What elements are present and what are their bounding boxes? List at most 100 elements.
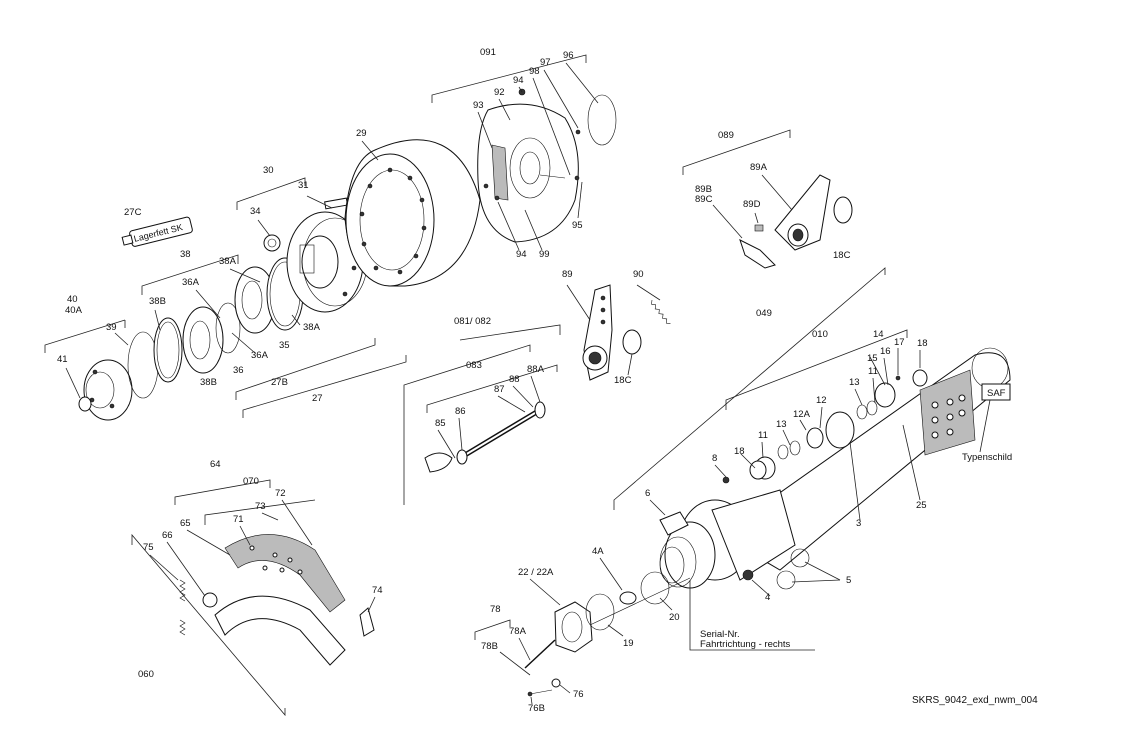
slack-adjuster-89 [566, 284, 661, 381]
part-label-081: 081/ 082 [454, 316, 491, 327]
locking-pin-78 [474, 619, 571, 705]
dust-shield-091 [477, 88, 617, 243]
part-label-11b: 11 [758, 430, 768, 441]
part-label-12a: 12A [793, 409, 811, 420]
part-label-89c: 89C [695, 194, 713, 205]
part-label-65: 65 [180, 518, 191, 529]
part-label-083: 083 [466, 360, 482, 371]
part-label-38b2: 38B [200, 377, 217, 388]
part-label-6: 6 [645, 488, 650, 499]
part-label-18c2: 18C [614, 375, 632, 386]
part-label-38a2: 38A [303, 322, 321, 333]
lead-lines-hub [44, 319, 129, 399]
part-label-4a: 4A [592, 546, 604, 557]
part-label-049: 049 [756, 308, 772, 319]
part-label-27: 27 [312, 393, 323, 404]
part-label-35: 35 [279, 340, 290, 351]
part-label-96: 96 [563, 50, 574, 61]
bearing-set-38 [153, 257, 304, 383]
part-label-36a2: 36A [251, 350, 269, 361]
lead-lines-hub-flange [236, 177, 333, 237]
part-label-16: 16 [880, 346, 891, 357]
part-label-76b: 76B [528, 703, 545, 714]
part-label-14: 14 [873, 329, 884, 340]
part-label-38b1: 38B [149, 296, 166, 307]
part-label-98: 98 [529, 66, 540, 77]
part-label-18a: 18 [917, 338, 928, 349]
part-label-27b: 27B [271, 377, 288, 388]
part-label-18b: 18 [734, 446, 745, 457]
part-label-75: 75 [143, 542, 154, 553]
part-label-78a: 78A [509, 626, 527, 637]
part-label-90: 90 [633, 269, 644, 280]
part-label-94b: 94 [516, 249, 527, 260]
lead-lines-bearings [141, 254, 407, 418]
serial-note-line2: Fahrtrichtung - rechts [700, 639, 791, 650]
wheel-hub-30 [263, 197, 368, 313]
part-label-8: 8 [712, 453, 717, 464]
part-label-87: 87 [494, 384, 505, 395]
camshaft-083 [403, 324, 561, 505]
lead-lines-shield [431, 54, 599, 251]
part-label-64: 64 [210, 459, 221, 470]
part-label-4: 4 [765, 592, 770, 603]
part-label-19: 19 [623, 638, 634, 649]
part-label-38a1: 38A [219, 256, 237, 267]
hub-cap-40 [78, 331, 159, 421]
part-label-25: 25 [916, 500, 927, 511]
part-label-99: 99 [539, 249, 550, 260]
return-spring-90 [651, 299, 671, 324]
part-label-3: 3 [856, 518, 861, 529]
part-label-070: 070 [243, 476, 259, 487]
part-label-74: 74 [372, 585, 383, 596]
part-label-78b: 78B [481, 641, 498, 652]
slack-adjuster-089 [682, 129, 853, 269]
part-label-89a: 89A [750, 162, 768, 173]
part-label-78: 78 [490, 604, 501, 615]
part-label-31: 31 [298, 180, 309, 191]
brake-drum-29 [344, 139, 481, 287]
part-label-15: 15 [867, 353, 878, 364]
part-label-72: 72 [275, 488, 286, 499]
grease-tube-27c: Lagerfett SK [121, 216, 193, 247]
part-label-93: 93 [473, 100, 484, 111]
brake-shoes-060 [131, 479, 376, 717]
part-label-71: 71 [233, 514, 244, 525]
part-label-34: 34 [250, 206, 261, 217]
part-label-88: 88 [509, 374, 520, 385]
part-label-18c1: 18C [833, 250, 851, 261]
part-label-85: 85 [435, 418, 446, 429]
part-label-39: 39 [106, 322, 117, 333]
part-label-17: 17 [894, 337, 905, 348]
drawing-id: SKRS_9042_exd_nwm_004 [912, 695, 1038, 706]
part-label-38: 38 [180, 249, 191, 260]
part-label-010: 010 [812, 329, 828, 340]
lead-lines-spider [649, 348, 921, 597]
part-label-20: 20 [669, 612, 680, 623]
part-label-40a: 40A [65, 305, 83, 316]
serial-note-line1: Serial-Nr. [700, 629, 740, 640]
part-label-86: 86 [455, 406, 466, 417]
axle-tube-049: SAF [719, 347, 1011, 571]
part-label-89d: 89D [743, 199, 761, 210]
part-label-89b: 89B [695, 184, 712, 195]
part-label-30: 30 [263, 165, 274, 176]
part-label-5: 5 [846, 575, 851, 586]
axle-nut-22: Serial-Nr. Fahrtrichtung - rechts [529, 557, 815, 653]
part-label-66: 66 [162, 530, 173, 541]
part-label-88a: 88A [527, 364, 545, 375]
part-label-92: 92 [494, 87, 505, 98]
part-label-76: 76 [573, 689, 584, 700]
part-label-36: 36 [233, 365, 244, 376]
part-label-typenschild: Typenschild [962, 452, 1012, 463]
part-label-95: 95 [572, 220, 583, 231]
part-label-94a: 94 [513, 75, 524, 86]
part-label-40: 40 [67, 294, 78, 305]
part-label-089: 089 [718, 130, 734, 141]
part-label-060: 060 [138, 669, 154, 680]
part-label-22: 22 / 22A [518, 567, 554, 578]
part-label-73: 73 [255, 501, 266, 512]
